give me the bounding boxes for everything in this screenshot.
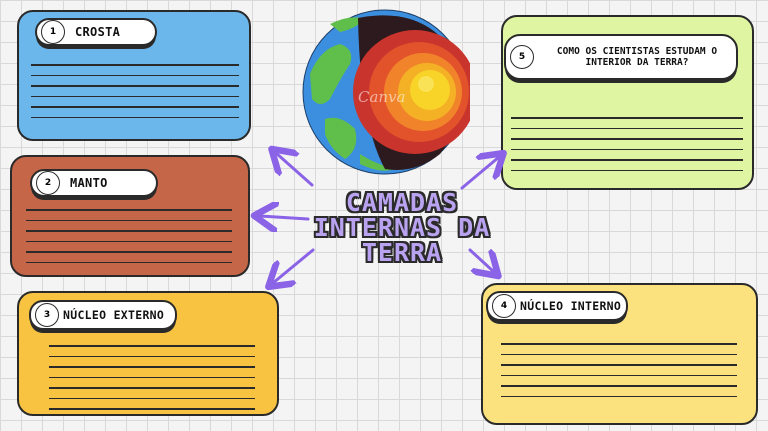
tag-cientistas: 5 COMO OS CIENTISTAS ESTUDAM O INTERIOR … <box>504 34 738 80</box>
number-badge: 1 <box>41 20 65 44</box>
number-badge: 4 <box>492 294 516 318</box>
writing-lines <box>49 345 255 419</box>
writing-lines <box>511 117 743 180</box>
writing-lines <box>501 343 737 406</box>
earth-layers-illustration: Canva <box>302 9 470 175</box>
number-badge: 3 <box>35 303 59 327</box>
title-line-3: TERRA <box>361 238 443 267</box>
tag-label-line1: COMO OS CIENTISTAS ESTUDAM O <box>556 46 718 57</box>
watermark: Canva <box>358 88 406 106</box>
number-badge: 2 <box>36 171 60 195</box>
card-nucleo-externo <box>17 291 279 416</box>
tag-label: NÚCLEO EXTERNO <box>63 308 165 322</box>
tag-nucleo-interno: 4 NÚCLEO INTERNO <box>486 291 628 321</box>
title-line-1: CAMADAS <box>345 188 459 217</box>
tag-nucleo-externo: 3 NÚCLEO EXTERNO <box>29 300 177 330</box>
tag-label: MANTO <box>70 176 108 190</box>
tag-label: CROSTA <box>75 25 121 39</box>
tag-manto: 2 MANTO <box>30 169 158 197</box>
tag-crosta: 1 CROSTA <box>35 18 157 46</box>
center-title: CAMADAS INTERNAS DA TERRA <box>308 190 496 265</box>
writing-lines <box>31 64 239 127</box>
tag-label: NÚCLEO INTERNO <box>520 299 622 313</box>
number-badge: 5 <box>510 45 534 69</box>
writing-lines <box>26 209 232 272</box>
title-line-2: INTERNAS DA <box>313 213 491 242</box>
tag-label-line2: INTERIOR DA TERRA? <box>585 57 689 68</box>
